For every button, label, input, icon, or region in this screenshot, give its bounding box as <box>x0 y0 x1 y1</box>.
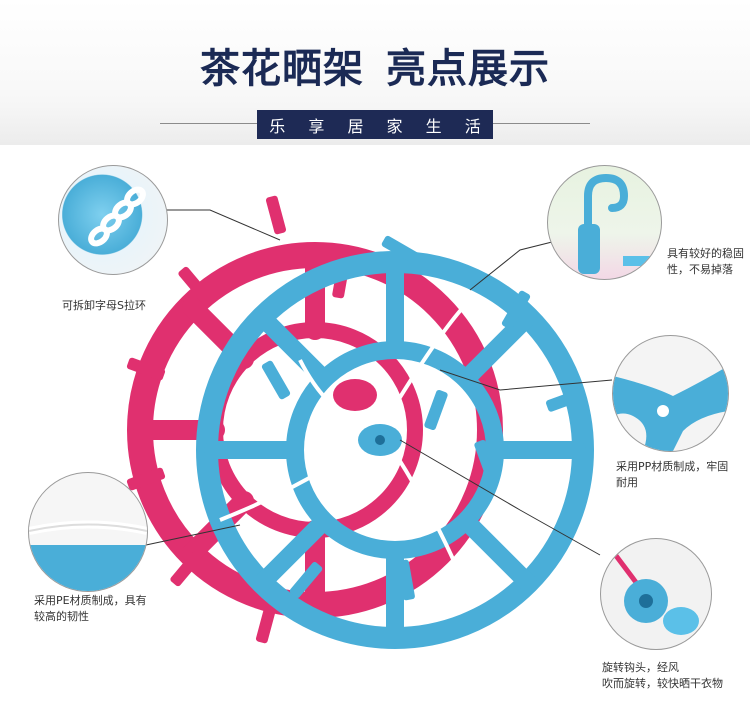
title-main: 茶花晒架 <box>200 46 364 92</box>
callout-pe-line2: 较高的韧性 <box>34 610 89 623</box>
callout-pp-line1: 采用PP材质制成，牢固 <box>616 460 729 473</box>
callout-hook: 具有较好的稳固 性，不易掉落 <box>667 246 744 278</box>
tagline-bar: 乐 享 居 家 生 活 <box>257 110 493 139</box>
hook-detail-circle <box>547 165 662 280</box>
callout-spin-line2: 吹而旋转，较快晒干衣物 <box>602 677 723 690</box>
callout-pe-line1: 采用PE材质制成，具有 <box>34 594 147 607</box>
tagline-text: 乐 享 居 家 生 活 <box>269 116 490 136</box>
callout-pe: 采用PE材质制成，具有 较高的韧性 <box>34 593 147 625</box>
divider-left <box>160 123 257 124</box>
callout-pp: 采用PP材质制成，牢固 耐用 <box>616 459 728 491</box>
callout-chain: 可拆卸字母S拉环 <box>62 298 146 314</box>
chain-detail-circle <box>58 165 168 275</box>
pe-wire-icon <box>29 520 147 591</box>
center-hub <box>333 379 402 456</box>
hook-icon <box>578 173 661 274</box>
frame-joint-icon <box>613 366 728 451</box>
callout-hook-line1: 具有较好的稳固 <box>667 247 744 260</box>
callout-spin: 旋转钩头，经风 吹而旋转，较快晒干衣物 <box>602 660 723 692</box>
page-title: 茶花晒架亮点展示 <box>0 36 750 94</box>
spin-hook-icon <box>609 547 699 635</box>
pp-detail-circle <box>612 335 729 452</box>
blue-clips <box>261 235 587 601</box>
callout-hook-line2: 性，不易掉落 <box>667 263 733 276</box>
leader-lines <box>145 209 613 556</box>
blue-wheel <box>196 251 594 649</box>
callout-spin-line1: 旋转钩头，经风 <box>602 661 679 674</box>
chain-icon <box>88 186 146 247</box>
callout-pp-line2: 耐用 <box>616 476 638 489</box>
divider-right <box>493 123 590 124</box>
title-sub: 亮点展示 <box>386 46 550 92</box>
spin-detail-circle <box>600 538 712 650</box>
callout-chain-text: 可拆卸字母S拉环 <box>62 299 146 312</box>
pe-detail-circle <box>28 472 148 592</box>
